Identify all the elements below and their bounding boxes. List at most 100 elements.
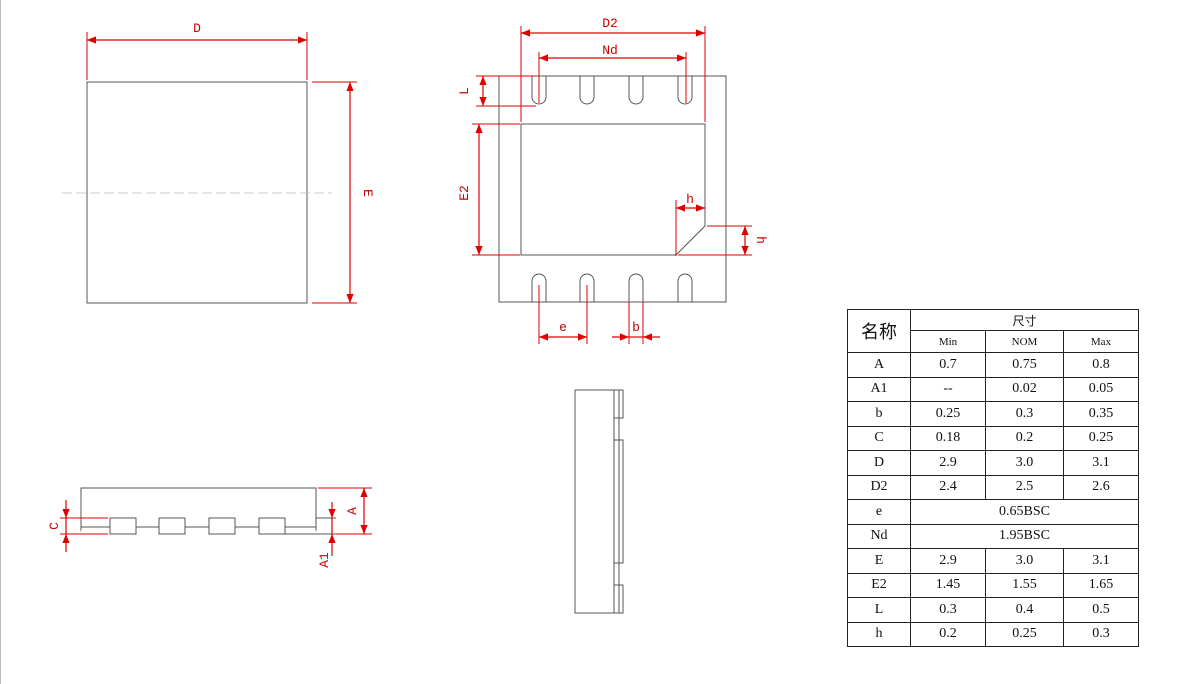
nom-cell: 1.55 <box>985 572 1064 598</box>
bsc-value-cell: 0.65BSC <box>910 499 1139 525</box>
param-name-cell: Nd <box>847 523 911 549</box>
param-name-cell: E <box>847 548 911 574</box>
param-name-cell: D2 <box>847 474 911 500</box>
label-D2: D2 <box>602 16 618 31</box>
max-cell: 0.35 <box>1063 401 1139 427</box>
label-A: A <box>345 507 360 515</box>
nom-cell: 0.02 <box>985 376 1064 402</box>
nom-header: NOM <box>985 330 1064 353</box>
label-L: L <box>457 87 472 95</box>
min-cell: 1.45 <box>910 572 986 598</box>
lead <box>208 517 236 535</box>
side-view-profile <box>574 389 624 614</box>
pad <box>628 273 644 302</box>
lead <box>158 517 186 535</box>
name-header: 名称 <box>847 309 911 353</box>
nom-cell: 0.2 <box>985 425 1064 451</box>
nom-cell: 3.0 <box>985 548 1064 574</box>
pad <box>579 76 595 105</box>
param-name-cell: C <box>847 425 911 451</box>
label-A1: A1 <box>317 552 332 568</box>
param-name-cell: E2 <box>847 572 911 598</box>
min-cell: -- <box>910 376 986 402</box>
label-E2: E2 <box>457 185 472 201</box>
bottom-view: D2 Nd L E2 h h e b <box>457 16 768 344</box>
label-Nd: Nd <box>602 43 618 58</box>
max-cell: 0.3 <box>1063 621 1139 647</box>
bottom-view-body <box>498 75 727 303</box>
pad <box>579 273 595 302</box>
max-cell: 0.25 <box>1063 425 1139 451</box>
top-view: D E <box>62 21 375 304</box>
label-E: E <box>360 189 375 197</box>
min-cell: 2.9 <box>910 450 986 476</box>
max-cell: 3.1 <box>1063 548 1139 574</box>
param-name-cell: b <box>847 401 911 427</box>
pad <box>677 76 693 105</box>
min-cell: 0.3 <box>910 597 986 623</box>
bottom-pads <box>531 273 693 302</box>
exposed-pad <box>520 123 706 256</box>
param-name-cell: e <box>847 499 911 525</box>
label-e: e <box>559 320 567 335</box>
pad <box>531 76 547 105</box>
top-pads <box>531 76 693 105</box>
profile-pad <box>613 439 624 564</box>
label-C: C <box>47 522 62 530</box>
min-header: Min <box>910 330 986 353</box>
max-cell: 0.5 <box>1063 597 1139 623</box>
label-D: D <box>193 21 201 36</box>
lead <box>109 517 137 535</box>
max-cell: 3.1 <box>1063 450 1139 476</box>
nom-cell: 0.3 <box>985 401 1064 427</box>
pad <box>531 273 547 302</box>
max-cell: 0.05 <box>1063 376 1139 402</box>
param-name-cell: A1 <box>847 376 911 402</box>
nom-cell: 0.25 <box>985 621 1064 647</box>
nom-cell: 3.0 <box>985 450 1064 476</box>
nom-cell: 0.4 <box>985 597 1064 623</box>
min-cell: 2.9 <box>910 548 986 574</box>
pad <box>677 273 693 302</box>
label-b: b <box>632 320 640 335</box>
profile-lead <box>613 389 624 419</box>
label-h-horizontal: h <box>686 192 694 207</box>
max-cell: 1.65 <box>1063 572 1139 598</box>
min-cell: 0.25 <box>910 401 986 427</box>
max-cell: 0.8 <box>1063 352 1139 378</box>
max-cell: 2.6 <box>1063 474 1139 500</box>
label-h-vertical: h <box>753 236 768 244</box>
param-name-cell: h <box>847 621 911 647</box>
lead <box>258 517 286 535</box>
param-name-cell: D <box>847 450 911 476</box>
side-view-front: C A A1 <box>47 487 372 568</box>
profile-lead <box>613 584 624 614</box>
nom-cell: 2.5 <box>985 474 1064 500</box>
nom-cell: 0.75 <box>985 352 1064 378</box>
size-header: 尺寸 <box>910 309 1139 331</box>
param-name-cell: L <box>847 597 911 623</box>
max-header: Max <box>1063 330 1139 353</box>
min-cell: 0.2 <box>910 621 986 647</box>
profile-body <box>574 389 620 614</box>
bsc-value-cell: 1.95BSC <box>910 523 1139 549</box>
param-name-cell: A <box>847 352 911 378</box>
pad <box>628 76 644 105</box>
min-cell: 0.18 <box>910 425 986 451</box>
min-cell: 2.4 <box>910 474 986 500</box>
